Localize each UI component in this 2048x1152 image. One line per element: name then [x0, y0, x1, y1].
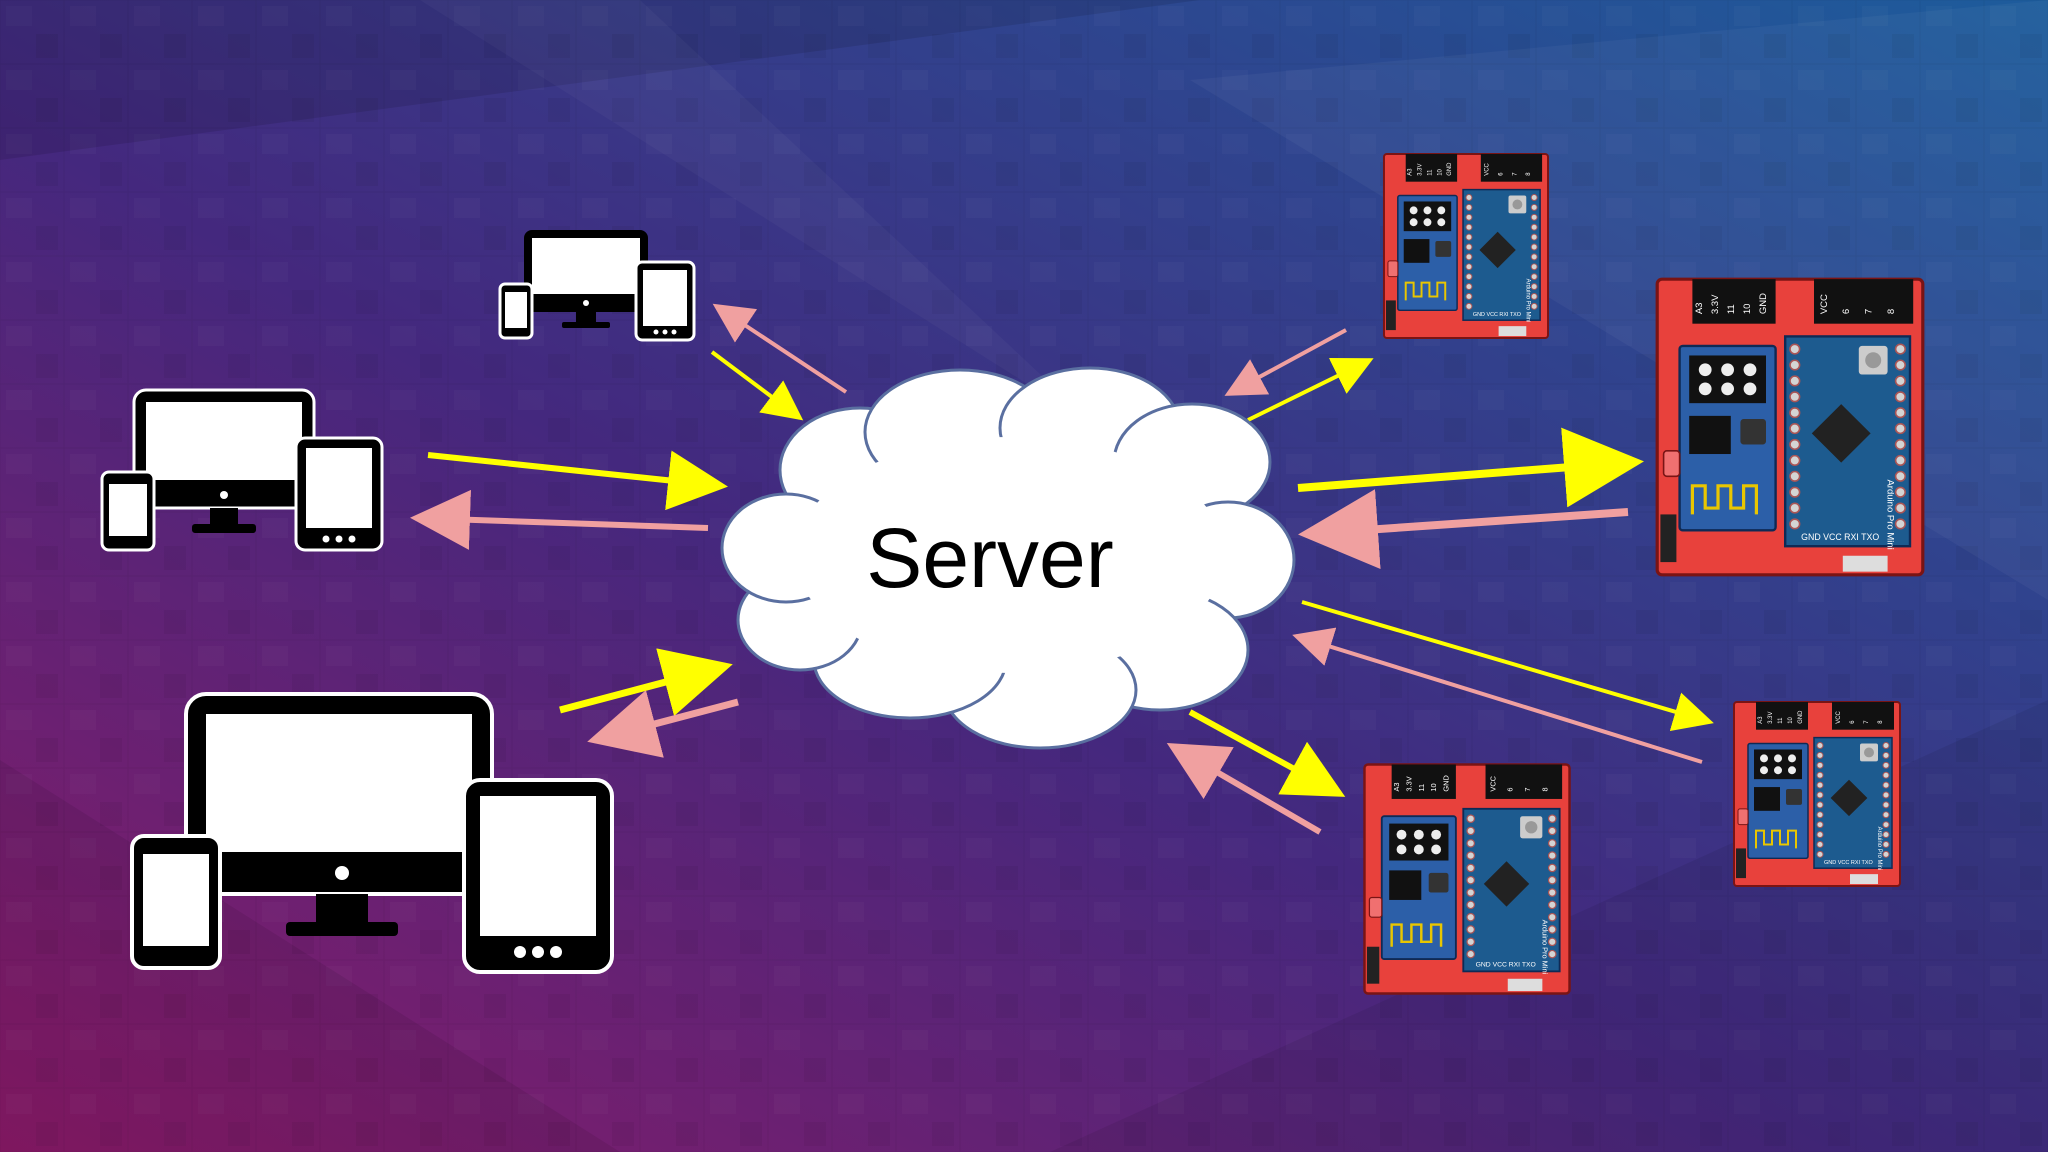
arrow-server-to-small-client	[712, 303, 848, 394]
arrow-server-to-board-large	[1297, 427, 1644, 508]
smartphone-icon	[130, 834, 222, 970]
header-pin-label: 7	[1864, 309, 1875, 314]
arrow-server-to-board-top	[1247, 357, 1374, 422]
arrow-board-top-to-server	[1224, 328, 1347, 396]
arrow-board-large-to-server	[1298, 489, 1629, 569]
arrow-medium-client-to-server	[427, 450, 728, 511]
header-pin-label: GND	[1447, 163, 1453, 176]
header-pin-label: 7	[1512, 172, 1518, 175]
arrow-server-to-large-client	[587, 690, 739, 758]
arrow-board-right-to-server	[1292, 627, 1703, 764]
smartphone-icon	[100, 470, 156, 552]
arrow-server-to-medium-client	[410, 489, 709, 550]
client-devices-large	[130, 690, 615, 981]
board-name-label: Arduino Pro Mini	[1885, 479, 1896, 549]
client-devices-small	[498, 226, 698, 349]
header-pin-label: 6	[1499, 172, 1505, 176]
header-pin-label: 10	[1429, 783, 1438, 791]
header-pin-label: 3.3V	[1404, 776, 1413, 791]
header-pin-label: 10	[1788, 716, 1794, 723]
header-pin-label: GND	[1441, 775, 1450, 791]
board-name-label: Arduino Pro Mini	[1524, 279, 1530, 323]
server-label: Server	[866, 511, 1114, 605]
header-pin-label: 3.3V	[1768, 712, 1774, 724]
header-pin-label: 10	[1437, 168, 1443, 175]
header-pin-label: A3	[1408, 168, 1414, 176]
header-pin-label: 7	[1864, 720, 1870, 724]
header-pin-label: 6	[1841, 309, 1852, 314]
arrow-server-to-board-right	[1301, 600, 1714, 732]
desktop-monitor-icon	[184, 692, 494, 936]
arrow-small-client-to-server	[710, 350, 804, 421]
header-pin-label: 11	[1427, 170, 1433, 176]
header-pin-label: A3	[1392, 783, 1401, 792]
header-pin-label: 8	[1540, 787, 1549, 791]
header-pin-label: 11	[1726, 304, 1737, 314]
header-pin-label: VCC	[1485, 163, 1491, 176]
header-pin-label: GND	[1798, 710, 1804, 724]
board-bottom-label: GND VCC RXI TXO	[1801, 532, 1879, 542]
header-pin-label: 3.3V	[1418, 164, 1424, 176]
tablet-icon	[462, 778, 614, 974]
header-pin-label: VCC	[1819, 294, 1830, 314]
board-name-label: Arduino Pro Mini	[1876, 827, 1882, 871]
arrow-server-to-board-bottom	[1188, 709, 1346, 797]
header-pin-label: 10	[1742, 304, 1753, 315]
board-bottom-label: GND VCC RXI TXO	[1824, 860, 1873, 866]
board-bottom-label: GND VCC RXI TXO	[1473, 312, 1521, 318]
header-pin-label: A3	[1694, 302, 1705, 314]
header-pin-label: 8	[1526, 172, 1532, 176]
board-name-label: Arduino Pro Mini	[1540, 920, 1549, 975]
header-pin-label: 11	[1417, 784, 1426, 792]
header-pin-label: A3	[1758, 716, 1764, 724]
header-pin-label: 6	[1506, 787, 1515, 791]
header-pin-label: VCC	[1836, 711, 1842, 724]
header-pin-label: 11	[1778, 717, 1784, 724]
header-pin-label: 6	[1850, 720, 1856, 724]
header-pin-label: 8	[1886, 309, 1897, 314]
desktop-monitor-icon	[132, 388, 316, 533]
header-pin-label: 8	[1878, 720, 1884, 724]
board-bottom-label: GND VCC RXI TXO	[1476, 961, 1536, 968]
smartphone-icon	[498, 282, 534, 340]
tablet-icon	[294, 436, 384, 552]
header-pin-label: 7	[1523, 787, 1532, 791]
desktop-monitor-icon	[524, 230, 648, 328]
header-pin-label: VCC	[1488, 775, 1497, 791]
tablet-icon	[634, 260, 696, 342]
arrow-board-bottom-to-server	[1166, 742, 1322, 835]
header-pin-label: 3.3V	[1710, 294, 1721, 314]
client-devices-medium	[100, 386, 386, 559]
header-pin-label: GND	[1758, 293, 1769, 314]
